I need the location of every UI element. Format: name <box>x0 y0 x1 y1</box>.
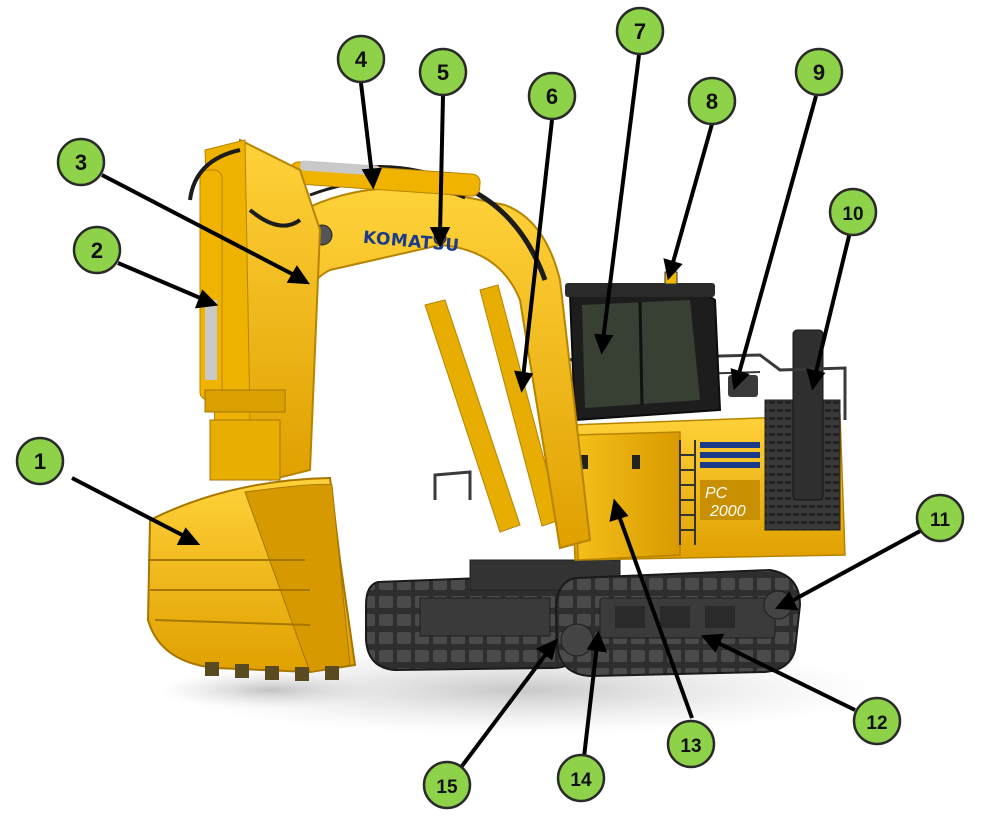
bucket-teeth <box>205 662 339 681</box>
callout-15: 15 <box>422 760 472 810</box>
callout-number: 3 <box>75 150 87 175</box>
model-number: 2000 <box>709 503 746 520</box>
leader-6 <box>521 119 554 379</box>
leader-3 <box>101 173 299 279</box>
callout-number: 7 <box>634 19 646 44</box>
leader-4 <box>359 82 374 176</box>
model-plate <box>700 480 760 520</box>
callout-circle <box>615 6 665 56</box>
callout-7: 7 <box>615 6 665 56</box>
leader-8 <box>670 123 714 267</box>
callout-number: 11 <box>930 510 951 531</box>
upper-structure: PC 2000 <box>433 271 847 561</box>
callout-number: 12 <box>866 713 887 734</box>
callout-circle <box>687 76 737 126</box>
callout-circle <box>828 187 878 237</box>
boom-assembly: KOMATSU <box>284 160 592 550</box>
leader-15 <box>457 648 551 772</box>
callout-9: 9 <box>794 47 844 97</box>
callout-3: 3 <box>56 137 106 187</box>
callout-number: 14 <box>570 770 592 791</box>
leader-12 <box>713 639 856 712</box>
callout-number: 9 <box>813 60 825 85</box>
leader-2 <box>117 261 206 302</box>
callout-8: 8 <box>687 76 737 126</box>
callout-circle <box>556 753 606 803</box>
callout-11: 11 <box>915 493 965 543</box>
leader-10 <box>813 231 852 377</box>
callout-circle <box>56 137 106 187</box>
leader-1 <box>71 476 189 540</box>
callout-12: 12 <box>852 696 902 746</box>
leader-9 <box>736 95 818 378</box>
callout-number: 8 <box>706 89 718 114</box>
callout-circle <box>915 493 965 543</box>
callout-4: 4 <box>336 34 386 84</box>
bucket-shadow <box>160 672 380 708</box>
callout-number: 6 <box>546 84 558 109</box>
leader-lines <box>71 54 923 772</box>
bucket <box>146 476 357 681</box>
callout-circle <box>418 47 468 97</box>
model-badge: PC <box>705 485 728 502</box>
callout-circle <box>527 71 577 121</box>
callout-13: 13 <box>666 719 716 769</box>
cab-roof <box>565 283 715 297</box>
callout-circle <box>336 34 386 84</box>
callout-circle <box>852 696 902 746</box>
callout-number: 15 <box>436 777 458 798</box>
callout-14: 14 <box>556 753 606 803</box>
undercarriage <box>365 559 802 678</box>
sprocket <box>560 623 594 657</box>
callout-number: 1 <box>34 449 46 474</box>
callout-circle <box>72 225 122 275</box>
callout-5: 5 <box>418 47 468 97</box>
leader-13 <box>616 512 694 719</box>
blue-stripes <box>700 442 760 468</box>
leader-5 <box>438 95 445 234</box>
leader-7 <box>601 54 641 341</box>
left-track-frame <box>419 597 551 637</box>
callout-2: 2 <box>72 225 122 275</box>
callout-number: 5 <box>437 60 449 85</box>
leader-11 <box>787 528 923 605</box>
callout-number: 2 <box>91 238 103 263</box>
ladder <box>679 440 696 545</box>
callout-circle <box>666 719 716 769</box>
callout-1: 1 <box>15 436 65 486</box>
callout-6: 6 <box>527 71 577 121</box>
boom-cylinder <box>424 299 521 533</box>
callout-circle <box>794 47 844 97</box>
arm-assembly <box>188 138 322 482</box>
callout-number: 4 <box>355 47 368 72</box>
callout-number: 13 <box>680 736 701 757</box>
callout-10: 10 <box>828 187 878 237</box>
callout-number: 10 <box>842 204 863 225</box>
leader-14 <box>582 644 599 758</box>
callout-circle <box>422 760 472 810</box>
callout-circle <box>15 436 65 486</box>
